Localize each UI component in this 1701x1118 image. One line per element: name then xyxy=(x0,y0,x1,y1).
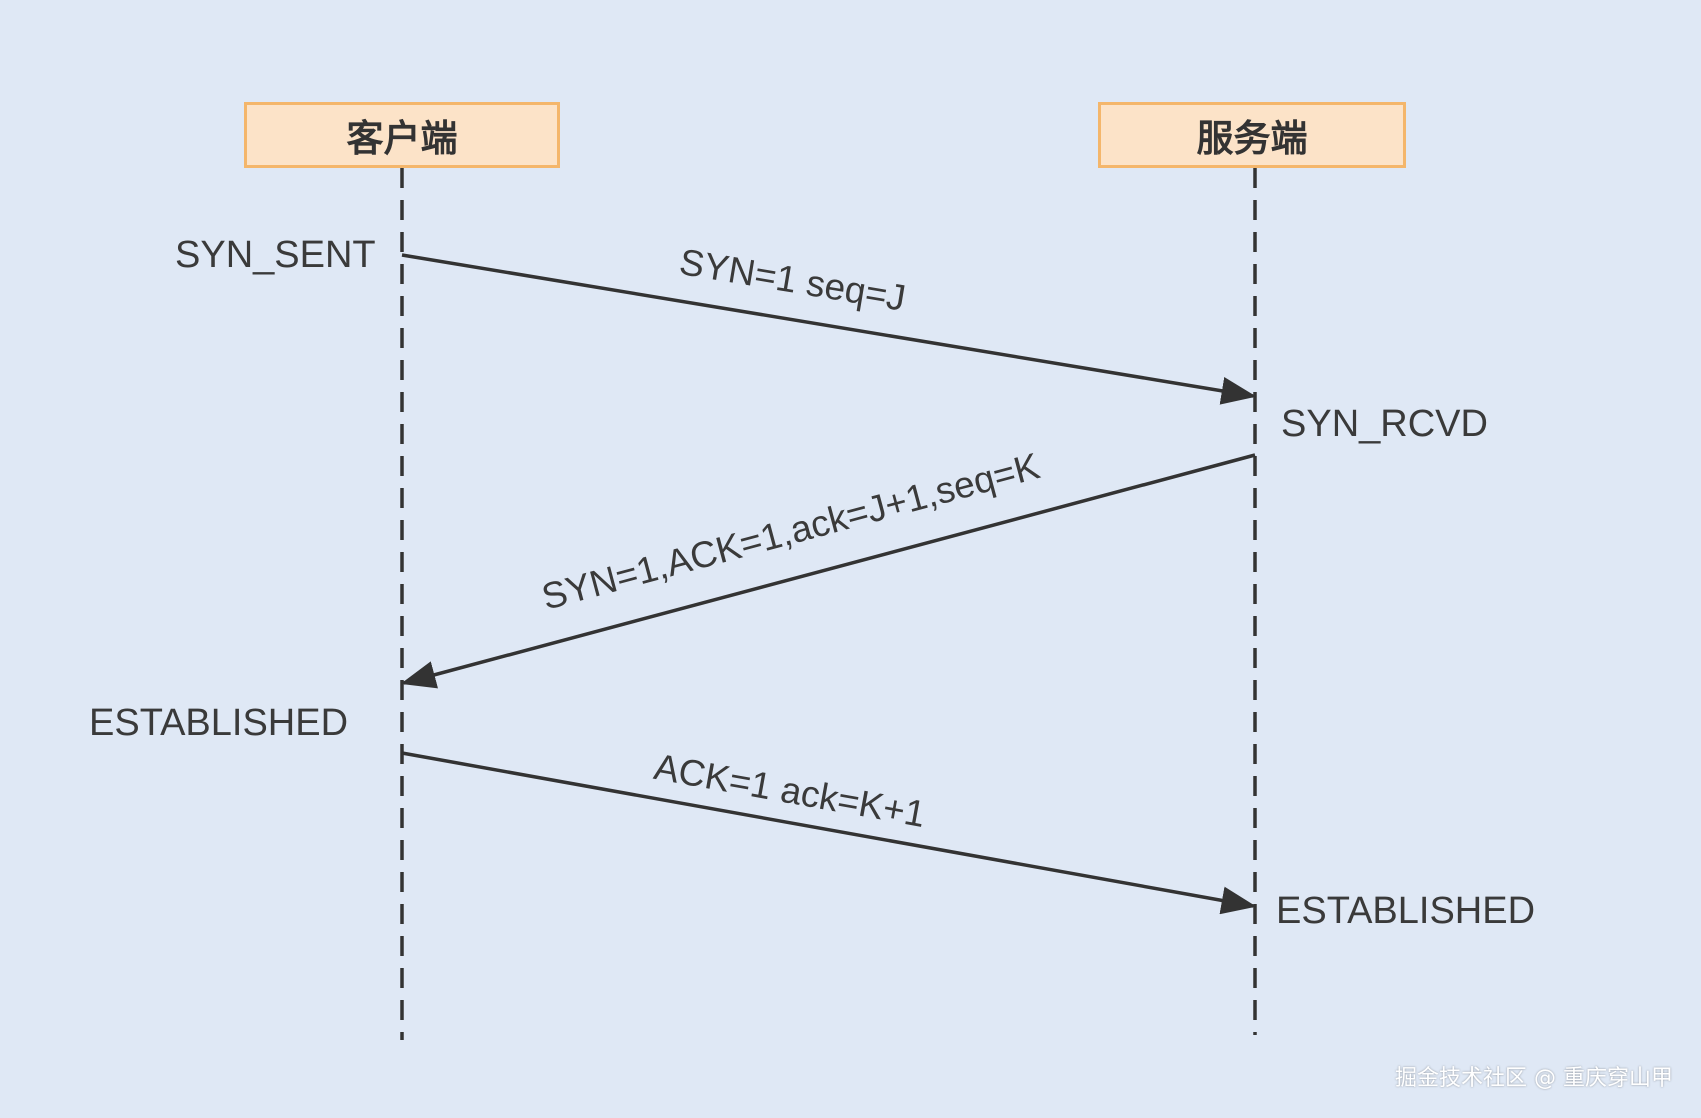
server-state-established: ESTABLISHED xyxy=(1276,890,1536,932)
client-state-established: ESTABLISHED xyxy=(89,702,349,744)
server-label: 服务端 xyxy=(1196,117,1308,160)
client-label: 客户端 xyxy=(346,117,458,160)
syn-ack-arrow xyxy=(400,453,1256,689)
client-box: 客户端 xyxy=(244,102,560,168)
watermark-text: 掘金技术社区 @ 重庆穿山甲 xyxy=(1395,1066,1673,1091)
client-state-syn-sent: SYN_SENT xyxy=(175,234,376,276)
server-state-syn-rcvd: SYN_RCVD xyxy=(1281,403,1488,445)
ack-arrow xyxy=(401,751,1257,915)
syn-arrow xyxy=(401,253,1257,405)
server-box: 服务端 xyxy=(1098,102,1406,168)
